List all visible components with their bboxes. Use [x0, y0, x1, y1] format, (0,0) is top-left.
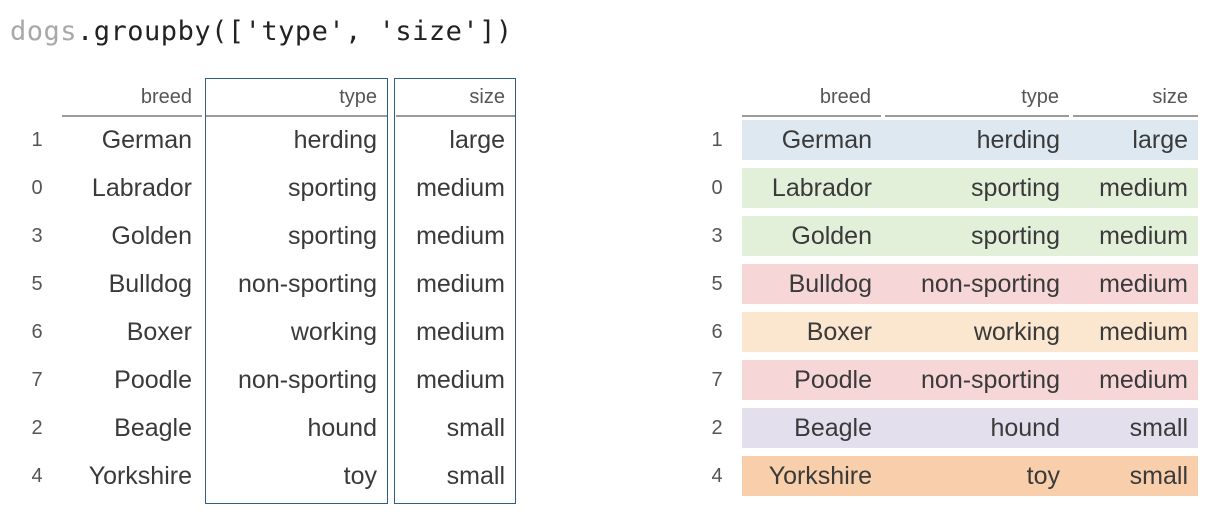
cell-size: medium [1070, 264, 1198, 304]
row-index: 3 [31, 225, 43, 247]
table-row: 6 Boxer working medium [22, 310, 522, 354]
code-method-call: .groupby(['type', 'size']) [77, 16, 513, 47]
cell-type: working [290, 318, 377, 346]
cell-size: small [1070, 456, 1198, 496]
cell-breed: Bulldog [742, 264, 882, 304]
cell-breed: Yorkshire [88, 462, 192, 490]
row-index: 3 [711, 225, 723, 247]
cell-type: non-sporting [238, 270, 377, 298]
cell-size: large [1070, 120, 1198, 160]
table-row: 0 Labrador sporting medium [22, 166, 522, 210]
row-index: 6 [711, 321, 723, 343]
cell-breed: Golden [742, 216, 882, 256]
header-breed-label: breed [140, 86, 192, 108]
header-size: size [396, 78, 515, 117]
cell-size: medium [1070, 168, 1198, 208]
cell-size: small [1070, 408, 1198, 448]
cell-breed: German [742, 120, 882, 160]
row-index: 0 [31, 177, 43, 199]
header-type-label: type [339, 86, 377, 108]
cell-breed: Poodle [114, 366, 192, 394]
cell-type: sporting [882, 216, 1070, 256]
row-index: 2 [31, 417, 43, 439]
cell-type: non-sporting [238, 366, 377, 394]
cell-size: medium [416, 366, 505, 394]
cell-type: non-sporting [882, 360, 1070, 400]
table-row: 4 Yorkshire toy small [22, 454, 522, 498]
cell-breed: Beagle [742, 408, 882, 448]
header-size-label: size [1152, 86, 1188, 108]
cell-breed: Beagle [114, 414, 192, 442]
cell-size: medium [1070, 216, 1198, 256]
header-breed-label: breed [819, 86, 871, 108]
cell-type: sporting [288, 174, 377, 202]
cell-breed: Boxer [742, 312, 882, 352]
cell-size: medium [416, 174, 505, 202]
code-expression: dogs.groupby(['type', 'size']) [10, 16, 513, 47]
cell-type: non-sporting [882, 264, 1070, 304]
source-table: breed type size 1 German herding large 0 Labr… [22, 78, 522, 508]
header-type: type [885, 78, 1069, 117]
cell-type: sporting [882, 168, 1070, 208]
cell-size: medium [416, 270, 505, 298]
cell-size: small [446, 414, 505, 442]
cell-size: large [449, 126, 505, 154]
cell-type: hound [307, 414, 377, 442]
table-row: 1 German herding large [22, 118, 522, 162]
header-size-label: size [469, 86, 505, 108]
cell-breed: Golden [111, 222, 192, 250]
cell-type: herding [882, 120, 1070, 160]
row-index: 1 [31, 129, 43, 151]
row-index: 4 [31, 465, 43, 487]
row-index: 6 [31, 321, 43, 343]
cell-size: small [446, 462, 505, 490]
header-type-label: type [1021, 86, 1059, 108]
cell-breed: Poodle [742, 360, 882, 400]
header-breed: breed [62, 78, 202, 117]
row-index: 5 [711, 273, 723, 295]
row-index: 7 [711, 369, 723, 391]
cell-size: medium [1070, 360, 1198, 400]
cell-breed: Boxer [126, 318, 192, 346]
type-column-outline [205, 78, 388, 504]
header-size: size [1073, 78, 1198, 117]
cell-type: toy [882, 456, 1070, 496]
table-row: 2 Beagle hound small [22, 406, 522, 450]
cell-breed: Yorkshire [742, 456, 882, 496]
cell-size: medium [416, 222, 505, 250]
code-object: dogs [10, 16, 78, 47]
cell-type: working [882, 312, 1070, 352]
row-index: 2 [711, 417, 723, 439]
row-index: 0 [711, 177, 723, 199]
cell-breed: Bulldog [108, 270, 192, 298]
cell-breed: German [101, 126, 192, 154]
cell-type: hound [882, 408, 1070, 448]
header-type: type [206, 78, 387, 117]
row-index: 4 [711, 465, 723, 487]
row-index: 7 [31, 369, 43, 391]
cell-breed: Labrador [91, 174, 192, 202]
table-row: 7 Poodle non-sporting medium [22, 358, 522, 402]
table-row: 5 Bulldog non-sporting medium [22, 262, 522, 306]
cell-type: herding [293, 126, 377, 154]
cell-type: toy [343, 462, 377, 490]
cell-breed: Labrador [742, 168, 882, 208]
row-index: 1 [711, 129, 723, 151]
cell-size: medium [1070, 312, 1198, 352]
cell-type: sporting [288, 222, 377, 250]
cell-size: medium [416, 318, 505, 346]
row-index: 5 [31, 273, 43, 295]
size-column-outline [394, 78, 516, 504]
table-row: 3 Golden sporting medium [22, 214, 522, 258]
header-breed: breed [742, 78, 881, 117]
